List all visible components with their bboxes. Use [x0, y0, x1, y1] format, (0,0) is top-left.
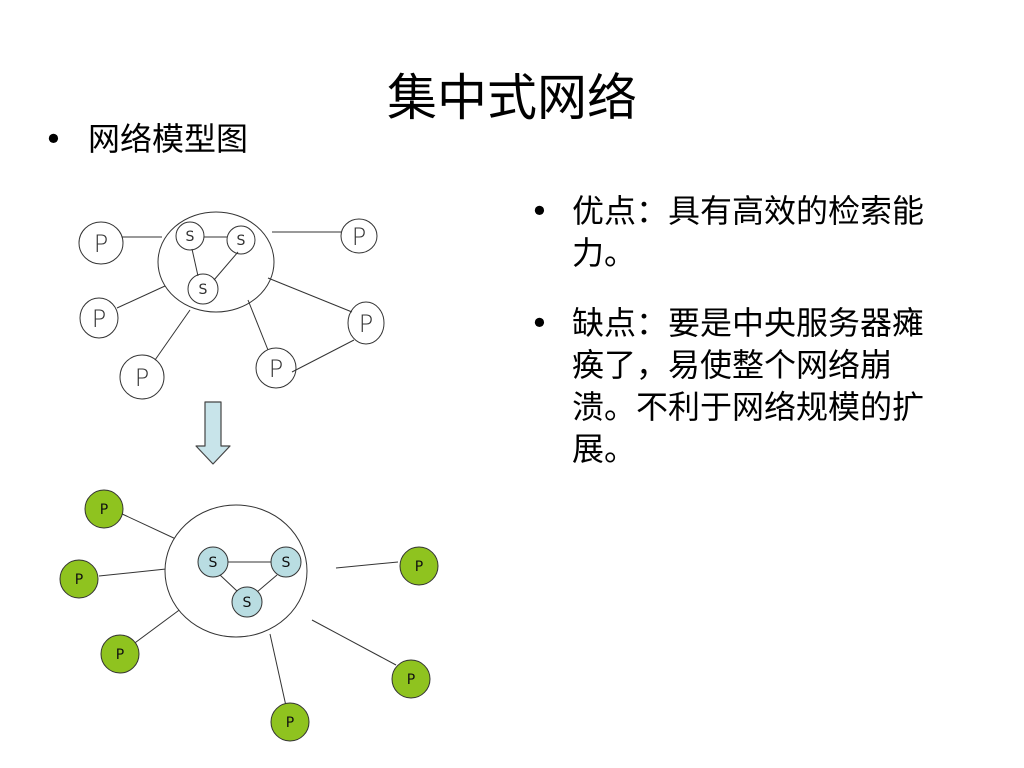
- sketch-peer-label: P: [135, 364, 149, 392]
- clean-inner-link: [219, 574, 238, 592]
- clean-peer-node: [100, 634, 140, 674]
- sketch-peer-node: [119, 354, 165, 400]
- clean-server-label: S: [243, 595, 252, 611]
- sketch-peer-node: [347, 301, 385, 345]
- sketch-peer-node: [79, 297, 119, 339]
- sketch-peer-label: P: [269, 355, 283, 383]
- sketch-server-label: S: [199, 282, 208, 298]
- sketch-peer-node: [340, 218, 378, 254]
- clean-link: [311, 619, 397, 666]
- sketch-peer-label: P: [92, 305, 106, 333]
- clean-peer-node: [270, 702, 310, 742]
- bullet-advantage-text: 优点：具有高效的检索能力。: [572, 192, 925, 272]
- sketch-link: [247, 299, 269, 351]
- bullet-disadvantage-text: 缺点：要是中央服务器瘫痪了，易使整个网络崩溃。不利于网络规模的扩展。: [572, 304, 925, 468]
- sketch-server-label: S: [186, 229, 195, 245]
- sketch-link: [154, 309, 191, 361]
- sketch-link: [267, 277, 353, 313]
- bullet-advantage: • 优点：具有高效的检索能力。: [530, 190, 950, 274]
- bullet-dot: •: [530, 192, 549, 230]
- bullet-model: • 网络模型图: [44, 118, 248, 160]
- sketch-peer-node: [255, 347, 297, 389]
- clean-diagram: [98, 504, 399, 707]
- sketch-inner-link: [191, 248, 199, 277]
- bullet-dot: •: [530, 304, 549, 342]
- clean-link: [98, 568, 167, 577]
- clean-peer-label: P: [100, 502, 108, 518]
- sketch-server-node: [187, 273, 219, 305]
- sketch-peer-label: P: [352, 223, 366, 251]
- sketch-labels: S S S P P P P P P: [92, 223, 373, 392]
- clean-server-node: [197, 546, 229, 578]
- down-arrow-icon: [195, 401, 231, 465]
- clean-peer-label: P: [75, 572, 83, 588]
- sketch-server-node: [175, 221, 205, 251]
- clean-peer-node: [391, 659, 431, 699]
- sketch-server-label: S: [237, 233, 246, 249]
- slide-title: 集中式网络: [387, 69, 637, 127]
- clean-peer-node: [399, 546, 439, 586]
- sketch-link: [116, 285, 166, 309]
- clean-server-cluster: [164, 504, 308, 638]
- bullet-disadvantage: • 缺点：要是中央服务器瘫痪了，易使整个网络崩溃。不利于网络规模的扩展。: [530, 302, 950, 470]
- clean-peer-label: P: [415, 559, 423, 575]
- bullet-dot: •: [44, 120, 63, 158]
- clean-peer-label: P: [407, 672, 415, 688]
- bullet-model-text: 网络模型图: [88, 120, 249, 158]
- clean-labels: S S S P P P P P P: [75, 502, 423, 731]
- sketch-peer-node: [78, 221, 124, 265]
- clean-link: [335, 561, 399, 569]
- clean-link: [119, 512, 179, 541]
- sketch-peer-label: P: [94, 230, 108, 258]
- clean-server-label: S: [209, 555, 218, 571]
- clean-nodes: [59, 489, 439, 742]
- clean-inner-link: [256, 574, 278, 593]
- clean-peer-label: P: [116, 647, 124, 663]
- sketch-diagram: [78, 211, 385, 400]
- clean-link: [269, 633, 287, 707]
- sketch-server-node: [226, 225, 256, 255]
- clean-peer-label: P: [286, 715, 294, 731]
- clean-link: [127, 607, 183, 649]
- clean-peer-node: [84, 489, 124, 529]
- clean-server-label: S: [282, 555, 291, 571]
- clean-server-node: [270, 546, 302, 578]
- sketch-link: [291, 339, 355, 373]
- sketch-server-cluster: [157, 211, 275, 313]
- sketch-peer-label: P: [359, 310, 373, 338]
- clean-peer-node: [59, 559, 99, 599]
- clean-server-node: [231, 586, 263, 618]
- sketch-inner-link: [213, 251, 239, 281]
